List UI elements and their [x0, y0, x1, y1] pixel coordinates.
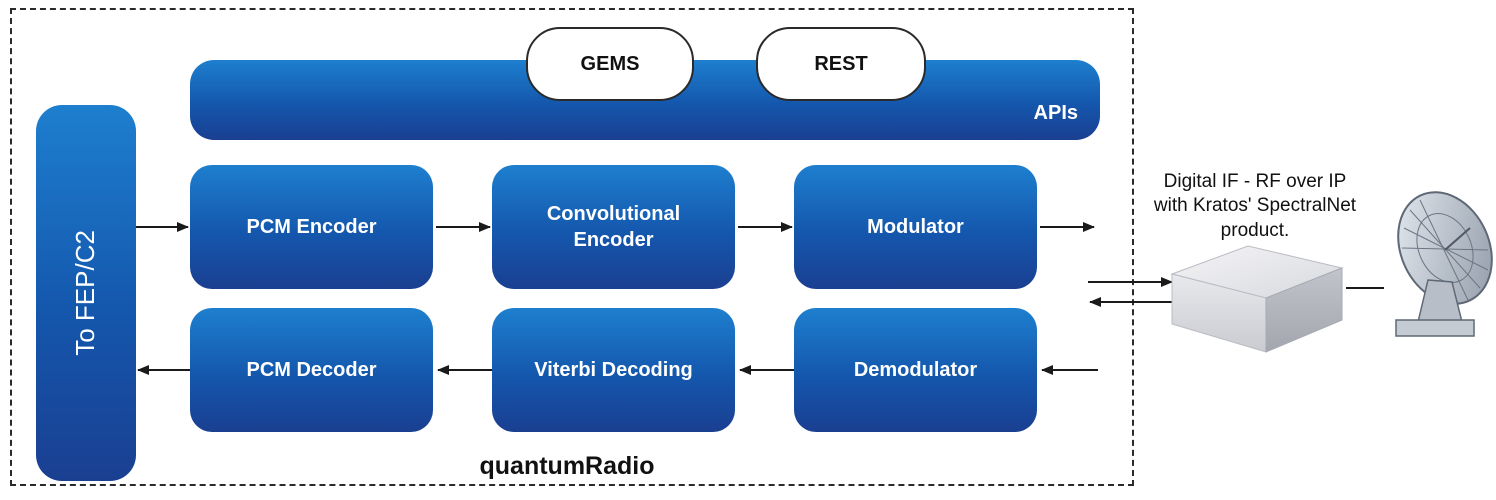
pcm-encoder-label: PCM Encoder — [246, 216, 377, 238]
api-gems: GEMS — [526, 27, 694, 101]
pcm-decoder-block: PCM Decoder — [190, 308, 433, 432]
fep-c2-bar: To FEP/C2 — [36, 105, 136, 481]
apis-label: APIs — [1033, 102, 1078, 124]
api-rest-label: REST — [814, 52, 868, 75]
quantum-radio-boundary — [10, 8, 1134, 486]
spectralnet-box-icon — [1170, 245, 1344, 353]
demodulator-label: Demodulator — [853, 359, 978, 381]
pcm-decoder-label: PCM Decoder — [246, 359, 377, 381]
modulator-block: Modulator — [794, 165, 1037, 289]
convolutional-encoder-label: Convolutional Encoder — [546, 203, 681, 251]
viterbi-decoding-block: Viterbi Decoding — [492, 308, 735, 432]
viterbi-decoding-label: Viterbi Decoding — [534, 359, 693, 381]
modulator-label: Modulator — [867, 216, 964, 238]
pcm-encoder-block: PCM Encoder — [190, 165, 433, 289]
convolutional-encoder-block: Convolutional Encoder — [492, 165, 735, 289]
demodulator-block: Demodulator — [794, 308, 1037, 432]
api-rest: REST — [756, 27, 926, 101]
satellite-dish-icon — [1395, 191, 1493, 337]
spectralnet-note: Digital IF - RF over IP with Kratos' Spe… — [1153, 171, 1357, 241]
diagram-title: quantumRadio — [479, 452, 655, 480]
api-gems-label: GEMS — [580, 52, 640, 75]
